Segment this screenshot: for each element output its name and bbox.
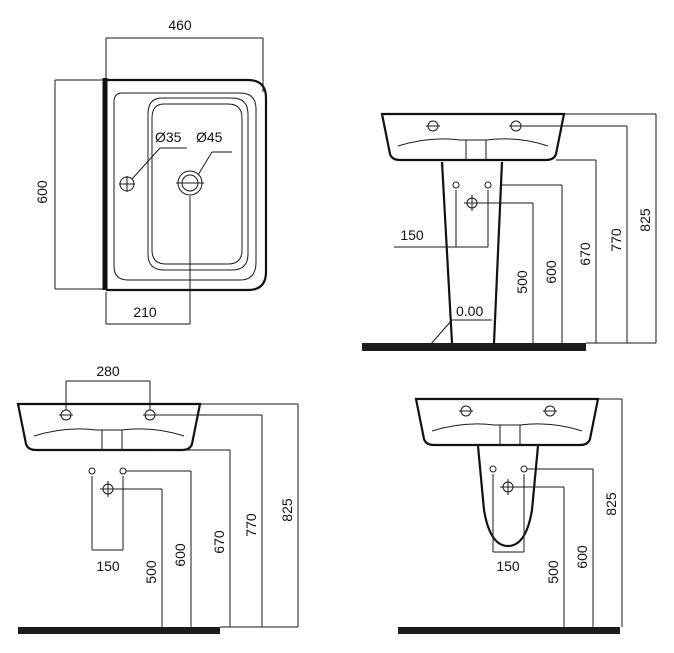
pedestal-body	[440, 161, 504, 344]
height-label: 500	[545, 560, 561, 584]
width-label: 460	[168, 17, 192, 33]
height-label: 500	[143, 560, 159, 584]
plan-view: 460 600 Ø35 Ø45 210	[34, 17, 268, 325]
height-dimensions: 500 600 670 770 825	[112, 403, 299, 628]
basin-body	[380, 112, 566, 162]
height-label: 600	[543, 260, 559, 284]
fixing-hole-icon	[484, 181, 492, 189]
fixing-hole-icon	[489, 465, 497, 473]
basin-drain	[101, 430, 123, 451]
height-label: 770	[243, 513, 259, 537]
height-label: 825	[603, 492, 619, 516]
height-label: 770	[608, 228, 624, 252]
fixing-hole-icon	[520, 465, 528, 473]
tap-hole-leader	[131, 147, 161, 180]
floor-level-leader	[429, 319, 453, 346]
floor-level-label: 0.00	[456, 303, 483, 319]
waste-hole-leader	[197, 151, 213, 176]
height-label: 825	[279, 498, 295, 522]
waste-spacing-label: 150	[400, 227, 424, 243]
height-dimensions: 500 600 670 770 825	[476, 113, 657, 344]
depth-label: 600	[34, 180, 50, 204]
waste-spacing-label: 150	[96, 558, 120, 574]
height-label: 600	[172, 543, 188, 567]
basin-inner-curve	[431, 423, 583, 432]
height-label: 670	[211, 530, 227, 554]
tap-spacing-label: 280	[96, 363, 120, 379]
tap-hole-label: Ø35	[155, 129, 182, 145]
height-label: 500	[514, 270, 530, 294]
basin-drain	[465, 140, 487, 161]
fixing-hole-icon	[119, 467, 127, 475]
semi-pedestal-body	[476, 445, 540, 548]
basin-inner-curve	[33, 428, 185, 437]
floor-slab	[18, 627, 220, 634]
pedestal-view: 150 0.00 500 600 670 770 825	[362, 112, 657, 351]
waste-offset-label: 210	[133, 304, 157, 320]
waste-hole-label: Ø45	[196, 129, 223, 145]
basin-body	[414, 397, 600, 447]
wall-hung-view: 280 150 500 600 670	[16, 363, 299, 634]
semi-pedestal-view: 150 500 600 825	[398, 397, 623, 634]
height-label: 825	[637, 208, 653, 232]
fixing-hole-icon	[88, 467, 96, 475]
basin-inner-curve	[397, 138, 549, 147]
height-dimensions: 500 600 825	[512, 398, 623, 627]
basin-body	[16, 402, 202, 452]
basin-bowl-outline	[147, 97, 249, 271]
height-label: 600	[574, 545, 590, 569]
basin-rim-outline	[113, 92, 257, 281]
height-label: 670	[577, 242, 593, 266]
basin-outer-outline	[106, 78, 268, 292]
floor-slab	[362, 343, 586, 351]
basin-drain	[499, 425, 521, 446]
waste-spacing-label: 150	[496, 558, 520, 574]
floor-slab	[398, 627, 620, 634]
fixing-hole-icon	[452, 181, 460, 189]
basin-bowl-inner-outline	[151, 103, 243, 265]
